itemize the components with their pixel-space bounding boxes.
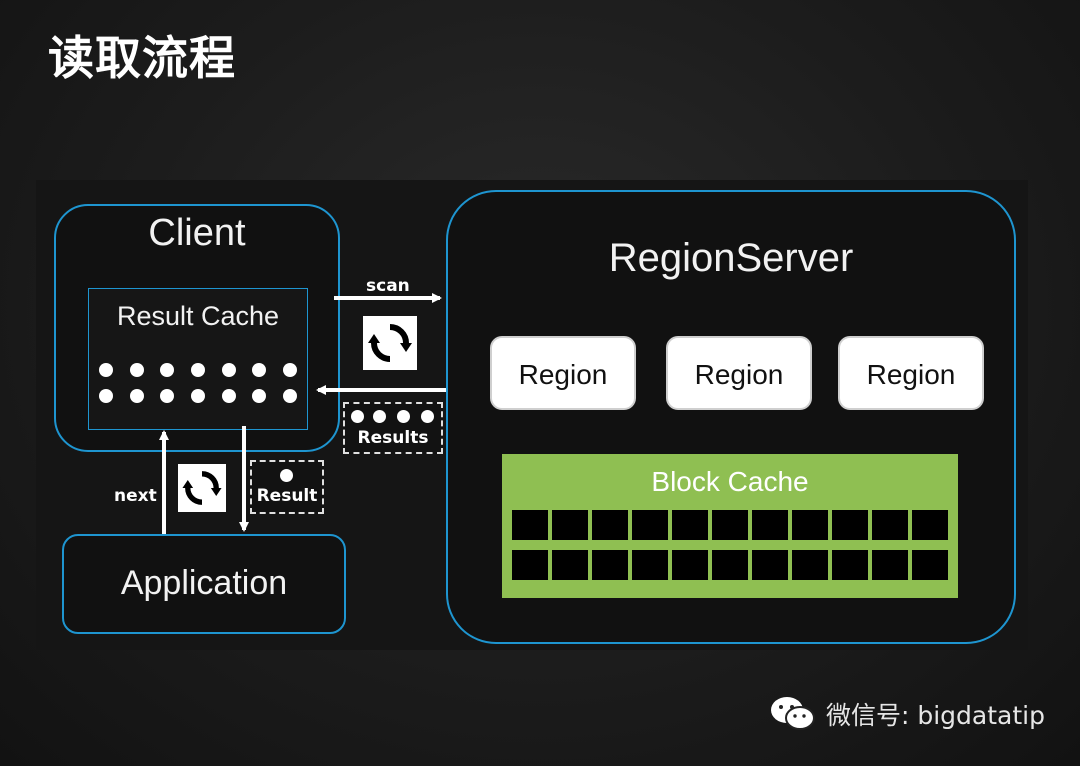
result-dot [421,410,434,423]
cache-dot [190,363,205,377]
cache-dot [99,363,113,377]
cache-block [552,550,588,580]
cache-block [632,510,668,540]
next-label: next [114,486,157,506]
cache-dot [190,389,205,403]
cache-block [832,510,868,540]
cache-dot [160,363,175,377]
refresh-icon [178,464,226,512]
cache-dot [252,389,267,403]
regionserver-box: RegionServer Region Region Region Block … [446,190,1016,644]
wechat-icon [771,697,815,730]
block-cache-row-1 [512,510,948,540]
diagram-panel: Client Result Cache Application RegionSe… [36,180,1028,650]
cache-block [912,510,948,540]
result-dot [351,410,364,423]
region-box-1: Region [490,336,636,410]
cache-dot [221,363,236,377]
block-cache-label: Block Cache [651,466,809,497]
result-cache-label: Result Cache [116,301,280,331]
result-cache: Result Cache [88,288,308,430]
cache-dot [282,389,297,403]
result-dot [397,410,410,423]
page-title: 读取流程 [48,31,236,85]
cache-dot [129,363,144,377]
refresh-icon [363,316,417,370]
cache-block [832,550,868,580]
arrows-layer [159,293,446,534]
cache-dot [129,389,144,403]
region-box-3: Region [838,336,984,410]
application-box: Application [62,534,346,634]
watermark-text: 微信号: bigdatatip [826,701,1045,730]
cache-block [712,510,748,540]
cache-dots-row-1 [99,363,297,377]
cache-block [672,510,708,540]
cache-block [792,510,828,540]
result-dot [280,469,293,482]
region-box-2: Region [666,336,812,410]
cache-block [872,510,908,540]
cache-block [712,550,748,580]
results-label: Results [357,428,429,448]
cache-dot [221,389,236,403]
cache-block [672,550,708,580]
watermark: 微信号: bigdatatip [768,694,1045,734]
result-box: Result [250,460,324,514]
cache-block [632,550,668,580]
application-label: Application [120,564,288,602]
block-cache-row-2 [512,550,948,580]
cache-dot [160,389,175,403]
cache-block [552,510,588,540]
client-box: Client Result Cache [54,204,340,452]
result-label: Result [256,486,318,506]
cache-block [912,550,948,580]
client-label: Client [148,212,246,254]
cache-block [752,510,788,540]
regionserver-label: RegionServer [608,236,854,280]
cache-dot [99,389,113,403]
cache-dot [282,363,297,377]
cache-block [872,550,908,580]
result-dot [373,410,386,423]
cache-block [512,550,548,580]
cache-block [512,510,548,540]
cache-block [592,550,628,580]
block-cache: Block Cache [500,452,960,600]
cache-dots-row-2 [99,389,297,403]
cache-dot [252,363,267,377]
results-box: Results [343,402,443,454]
scan-label: scan [366,276,410,296]
cache-block [592,510,628,540]
cache-block [752,550,788,580]
cache-block [792,550,828,580]
